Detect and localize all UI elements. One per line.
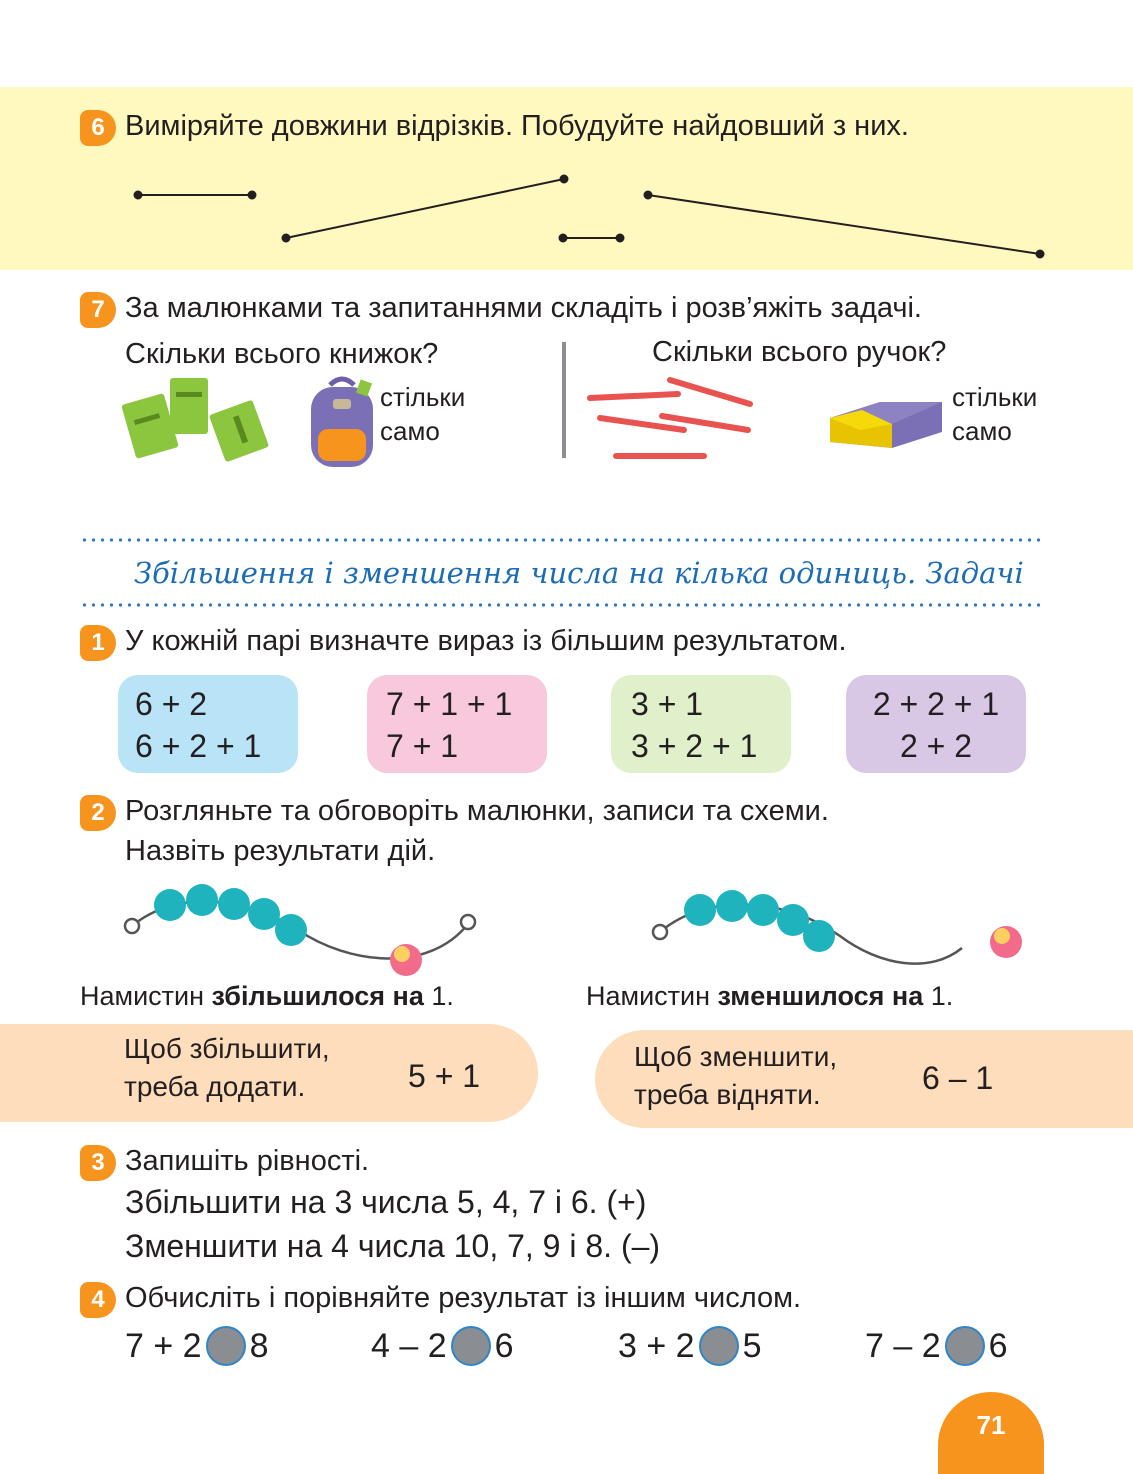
pens-note-line2: само [952, 416, 1012, 446]
books-illustration [121, 378, 269, 462]
comparison-left: 3 + 2 [618, 1326, 695, 1365]
books-question: Скільки всього книжок? [125, 338, 439, 370]
backpack-icon [311, 376, 373, 467]
comparison-right: 6 [988, 1326, 1008, 1365]
task6-instruction: Виміряйте довжини відрізків. Побудуйте н… [125, 110, 909, 142]
expression: 7 + 1 + 1 [386, 686, 513, 722]
book-icon [121, 393, 179, 459]
task3-line1: Збільшити на 3 числа 5, 4, 7 і 6. (+) [125, 1184, 647, 1220]
comparison-right: 5 [742, 1326, 762, 1365]
expression-card-3: 3 + 1 3 + 2 + 1 [611, 675, 791, 773]
comparison-left: 4 – 2 [371, 1326, 447, 1365]
bead-icon [990, 926, 1022, 958]
task3-instruction: Запишіть рівності. [125, 1145, 370, 1177]
expression: 3 + 2 + 1 [631, 728, 758, 764]
page-number: 71 [938, 1392, 1044, 1474]
increase-rule-line1: Щоб збільшити, [124, 1033, 330, 1064]
comparison-blank-circle[interactable] [205, 1326, 246, 1366]
bead-icon [777, 904, 809, 936]
comparison-blank-circle[interactable] [450, 1326, 491, 1366]
comparison-4: 7 – 2 6 [865, 1326, 1008, 1366]
comparison-left: 7 – 2 [865, 1326, 941, 1365]
pens-note-line1: стільки [952, 382, 1038, 412]
task6-number-badge: 6 [80, 110, 116, 146]
task3-number-badge: 3 [80, 1145, 116, 1181]
segment-2 [285, 178, 565, 239]
expression: 6 + 2 + 1 [135, 728, 262, 764]
beads-increase-illustration [123, 884, 477, 976]
comparison-right: 6 [494, 1326, 514, 1365]
task6-segments [133, 174, 1045, 259]
task1-instruction: У кожній парі визначте вираз із більшим … [125, 625, 847, 657]
task1-number-badge: 1 [80, 625, 116, 661]
task4-instruction: Обчисліть і порівняйте результат із інши… [125, 1282, 802, 1314]
comparison-blank-circle[interactable] [698, 1326, 739, 1366]
task2-instruction-line2: Назвіть результати дій. [125, 835, 436, 867]
beads-decrease-caption: Намистин зменшилося на 1. [586, 981, 954, 1011]
pens-illustration [587, 377, 753, 459]
expression: 2 + 2 + 1 [872, 686, 1000, 722]
comparison-1: 7 + 2 8 [125, 1326, 269, 1366]
bead-icon [803, 920, 835, 952]
comparison-2: 4 – 2 6 [371, 1326, 514, 1366]
task7-number-badge: 7 [80, 292, 116, 328]
books-note-line1: стільки [380, 382, 466, 412]
decrease-rule-box [595, 1030, 1133, 1128]
comparison-blank-circle[interactable] [944, 1326, 985, 1366]
task2-number-badge: 2 [80, 795, 116, 831]
task7-instruction: За малюнками та запитаннями складіть і р… [125, 292, 922, 324]
pens-question: Скільки всього ручок? [652, 336, 947, 368]
section-divider-top [80, 538, 1045, 542]
book-icon [170, 378, 208, 434]
task2-instruction-line1: Розгляньте та обговоріть малюнки, записи… [125, 795, 829, 827]
decrease-rule-line1: Щоб зменшити, [634, 1041, 838, 1072]
section-title: Збільшення і зменшення числа на кілька о… [134, 556, 1024, 590]
expression-card-1: 6 + 2 6 + 2 + 1 [118, 675, 298, 773]
comparison-right: 8 [249, 1326, 269, 1365]
comparison-3: 3 + 2 5 [618, 1326, 762, 1366]
decrease-rule-line2: треба відняти. [634, 1079, 821, 1110]
section-divider-bottom [80, 603, 1045, 607]
pencil-case-icon [830, 402, 942, 448]
bead-icon [716, 890, 748, 922]
beads-decrease-illustration [651, 890, 1022, 965]
book-icon [209, 400, 269, 462]
bead-icon [747, 894, 779, 926]
expression: 2 + 2 [899, 728, 973, 764]
expression-card-4: 2 + 2 + 1 2 + 2 [846, 675, 1026, 773]
bead-icon [684, 894, 716, 926]
bead-icon [275, 914, 307, 946]
books-note-line2: само [380, 416, 440, 446]
expression: 6 + 2 [135, 686, 208, 722]
pen-icon [587, 377, 753, 459]
task7-divider [562, 342, 566, 458]
expression: 7 + 1 [386, 728, 459, 764]
expression: 3 + 1 [631, 686, 704, 722]
expression-card-2: 7 + 1 + 1 7 + 1 [367, 675, 547, 773]
task4-number-badge: 4 [80, 1282, 116, 1318]
increase-rule-box [0, 1024, 538, 1122]
segment-4 [647, 194, 1041, 255]
increase-rule-line2: треба додати. [124, 1071, 306, 1102]
task3-line2: Зменшити на 4 числа 10, 7, 9 і 8. (–) [125, 1228, 661, 1264]
increase-expression: 5 + 1 [408, 1058, 481, 1094]
bead-icon [154, 889, 186, 921]
bead-icon [248, 898, 280, 930]
beads-increase-caption: Намистин збільшилося на 1. [80, 981, 454, 1011]
bead-icon [390, 944, 422, 976]
bead-icon [218, 888, 250, 920]
decrease-expression: 6 – 1 [922, 1060, 994, 1096]
comparison-left: 7 + 2 [125, 1326, 202, 1365]
bead-icon [186, 884, 218, 916]
